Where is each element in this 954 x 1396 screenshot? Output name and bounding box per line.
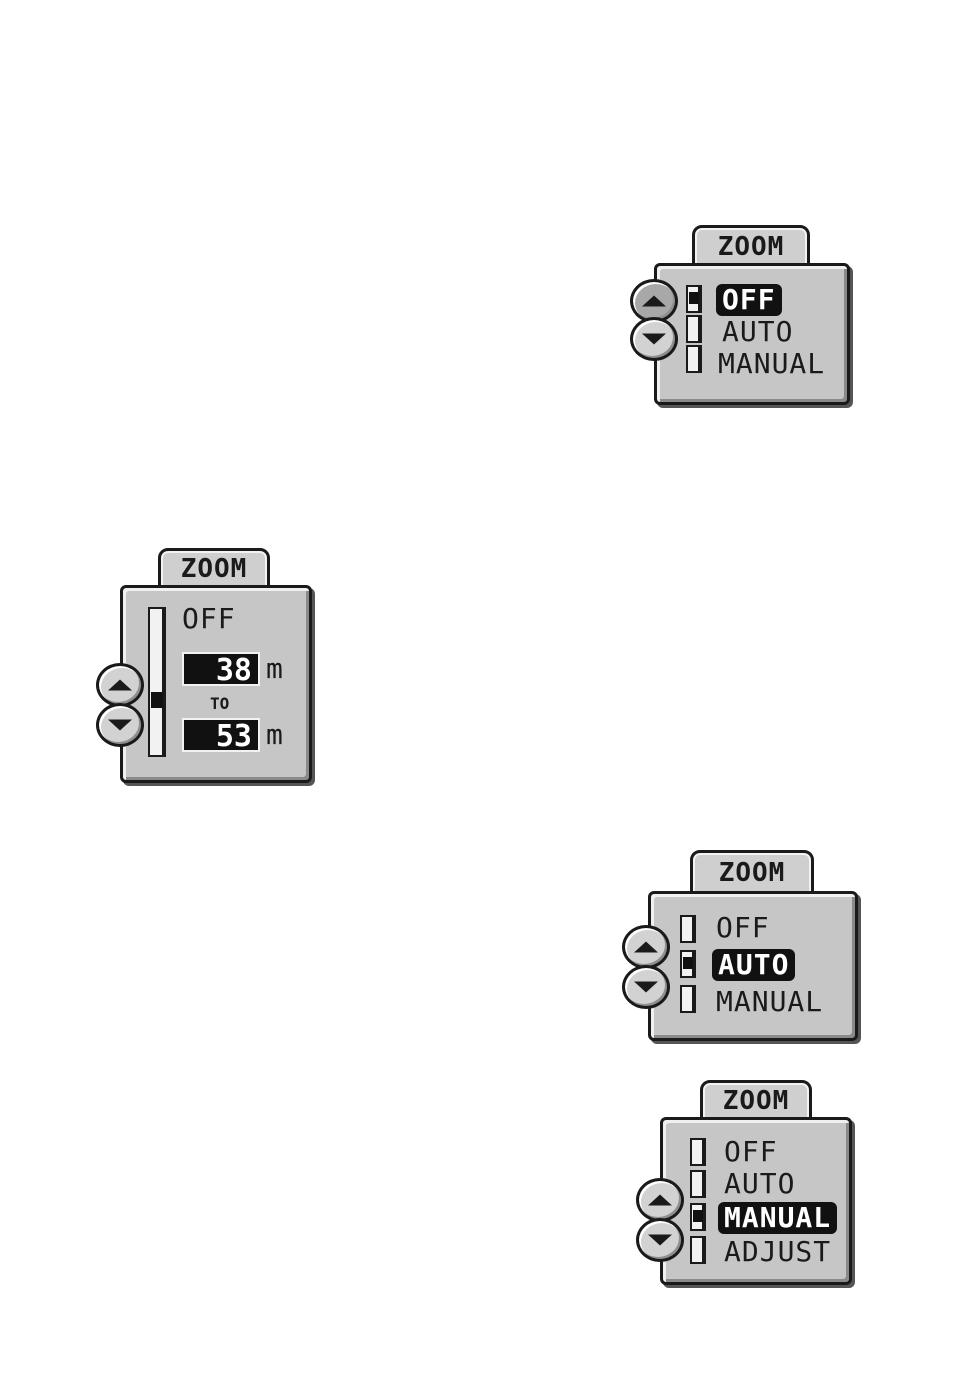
range-from-value[interactable]: 38 xyxy=(182,652,260,686)
up-arrow-icon xyxy=(108,680,132,691)
menu-item-auto[interactable]: AUTO xyxy=(712,949,795,981)
range-slider-thumb[interactable] xyxy=(151,692,163,708)
menu-item-auto[interactable]: AUTO xyxy=(724,1168,795,1200)
zoom-tab: ZOOM xyxy=(700,1080,812,1122)
scroll-down-button[interactable] xyxy=(96,703,144,747)
range-to-value[interactable]: 53 xyxy=(182,718,260,752)
range-from-unit: m xyxy=(266,652,283,685)
scroll-up-button[interactable] xyxy=(96,663,144,707)
option-indicator xyxy=(686,315,702,343)
option-indicator xyxy=(680,950,696,978)
menu-item-manual[interactable]: MANUAL xyxy=(718,1202,837,1234)
menu-item-adjust[interactable]: ADJUST xyxy=(724,1236,831,1268)
zoom-tab: ZOOM xyxy=(690,850,814,896)
option-indicator xyxy=(686,285,702,313)
option-indicator xyxy=(690,1203,706,1231)
menu-item-off[interactable]: OFF xyxy=(182,603,236,635)
scroll-down-button[interactable] xyxy=(622,965,670,1009)
option-indicator xyxy=(680,985,696,1013)
scroll-up-button[interactable] xyxy=(622,925,670,969)
menu-item-off[interactable]: OFF xyxy=(716,912,770,944)
up-arrow-icon xyxy=(634,942,658,953)
scroll-up-button[interactable] xyxy=(636,1178,684,1222)
option-indicator xyxy=(690,1170,706,1198)
down-arrow-icon xyxy=(648,1235,672,1246)
down-arrow-icon xyxy=(108,720,132,731)
range-to-unit: m xyxy=(266,718,283,751)
option-indicator xyxy=(680,915,696,943)
zoom-tab: ZOOM xyxy=(158,548,270,590)
up-arrow-icon xyxy=(642,296,666,307)
menu-item-manual[interactable]: MANUAL xyxy=(716,986,823,1018)
scroll-down-button[interactable] xyxy=(630,317,678,361)
option-indicator xyxy=(690,1236,706,1264)
up-arrow-icon xyxy=(648,1195,672,1206)
range-slider-track[interactable] xyxy=(148,607,166,757)
menu-item-auto[interactable]: AUTO xyxy=(722,316,793,348)
down-arrow-icon xyxy=(634,982,658,993)
range-to-label: TO xyxy=(210,694,229,713)
scroll-down-button[interactable] xyxy=(636,1218,684,1262)
menu-item-off[interactable]: OFF xyxy=(724,1136,778,1168)
down-arrow-icon xyxy=(642,334,666,345)
menu-item-off[interactable]: OFF xyxy=(716,284,782,316)
option-indicator xyxy=(690,1138,706,1166)
option-indicator xyxy=(686,345,702,373)
menu-item-manual[interactable]: MANUAL xyxy=(718,348,825,380)
